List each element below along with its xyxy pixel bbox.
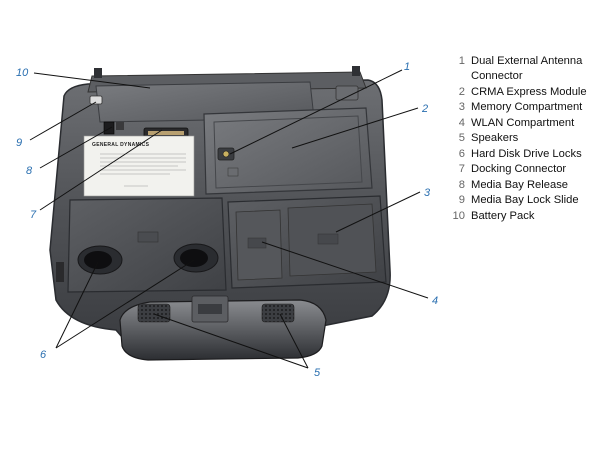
- legend-item-3: 3 Memory Compartment: [459, 101, 583, 113]
- sticker-brand: GENERAL DYNAMICS: [92, 142, 150, 148]
- leader-4: [261, 241, 429, 299]
- crma-inner-panel: [213, 115, 363, 189]
- legend-num: 1: [459, 55, 465, 67]
- leader-10: [33, 72, 151, 89]
- leader-5b: [279, 313, 309, 369]
- legend-num: 7: [459, 163, 465, 175]
- legend-label: Docking Connector: [471, 163, 566, 175]
- legend-label: Battery Pack: [471, 210, 535, 222]
- memory-badge: [317, 233, 339, 245]
- side-port: [56, 262, 64, 282]
- legend-item-1: 1 Dual External Antenna Connector: [459, 55, 583, 82]
- callout-10: 10: [16, 67, 29, 79]
- callout-9: 9: [16, 137, 22, 149]
- legend-label: Media Bay Lock Slide: [471, 194, 579, 206]
- legend-label: Speakers: [471, 132, 519, 144]
- legend-item-5: 5 Speakers: [459, 132, 519, 144]
- leader-8: [39, 126, 113, 169]
- legend-label: Media Bay Release: [471, 179, 568, 191]
- leader-5a: [153, 313, 309, 369]
- hdd-lock-right-knob: [180, 249, 208, 267]
- legend-item-7: 7 Docking Connector: [459, 163, 567, 175]
- chassis-corner-right: [352, 66, 360, 76]
- crma-express-panel: [203, 107, 373, 195]
- legend-num: 6: [459, 148, 465, 160]
- callout-numbers: 10 1 2 9 8 3 7 4 6 5: [16, 61, 438, 379]
- battery-latch: [335, 85, 359, 101]
- legend-num: 2: [459, 86, 465, 98]
- leader-3: [335, 191, 421, 233]
- callout-4: 4: [432, 295, 438, 307]
- legend-item-6: 6 Hard Disk Drive Locks: [459, 148, 582, 160]
- legend-label: Memory Compartment: [471, 101, 583, 113]
- legend-num: 4: [459, 117, 465, 129]
- hard-disk-badge: [137, 231, 159, 243]
- legend-item-8: 8 Media Bay Release: [459, 179, 568, 191]
- media-bay-release: [103, 121, 115, 135]
- media-bay-lock-slide: [89, 95, 103, 105]
- callout-7: 7: [30, 209, 37, 221]
- legend-label: Hard Disk Drive Locks: [471, 148, 582, 160]
- legend-num: 9: [459, 194, 465, 206]
- legend-label-cont: Connector: [471, 70, 523, 82]
- legend-label: CRMA Express Module: [471, 86, 587, 98]
- leader-lines: [29, 69, 429, 369]
- legend-num: 5: [459, 132, 465, 144]
- callout-2: 2: [421, 103, 428, 115]
- legend: 1 Dual External Antenna Connector 2 CRMA…: [453, 55, 587, 222]
- hdd-lock-left-knob: [84, 251, 112, 269]
- callout-6: 6: [40, 349, 47, 361]
- legend-label: WLAN Compartment: [471, 117, 575, 129]
- legend-item-9: 9 Media Bay Lock Slide: [459, 194, 579, 206]
- handle-latch-slot: [198, 304, 222, 314]
- chassis-corner-left: [94, 68, 102, 78]
- legend-label: Dual External Antenna: [471, 55, 583, 67]
- speaker-left: [137, 303, 171, 323]
- legend-num: 3: [459, 101, 465, 113]
- leader-2: [291, 107, 419, 149]
- media-bay-release-tab: [116, 122, 124, 130]
- callout-8: 8: [26, 165, 33, 177]
- legend-item-4: 4 WLAN Compartment: [459, 117, 575, 129]
- legend-item-10: 10 Battery Pack: [453, 210, 535, 222]
- callout-3: 3: [424, 187, 431, 199]
- leader-6b: [55, 259, 195, 349]
- leader-6a: [55, 261, 99, 349]
- antenna-connector-jack: [222, 150, 230, 158]
- leader-7: [39, 129, 163, 211]
- leader-1: [229, 69, 403, 155]
- wlan-badge: [247, 237, 267, 249]
- sticker-fine-print: [100, 153, 186, 187]
- legend-num: 10: [453, 210, 465, 222]
- callout-5: 5: [314, 367, 321, 379]
- legend-item-2: 2 CRMA Express Module: [459, 86, 587, 98]
- laptop-chassis: GENERAL DYNAMICS: [49, 66, 391, 361]
- callout-1: 1: [404, 61, 410, 73]
- leader-9: [29, 101, 97, 141]
- docking-connector-pins: [148, 131, 184, 135]
- crma-tab: [227, 167, 239, 177]
- legend-num: 8: [459, 179, 465, 191]
- speaker-right: [261, 303, 295, 323]
